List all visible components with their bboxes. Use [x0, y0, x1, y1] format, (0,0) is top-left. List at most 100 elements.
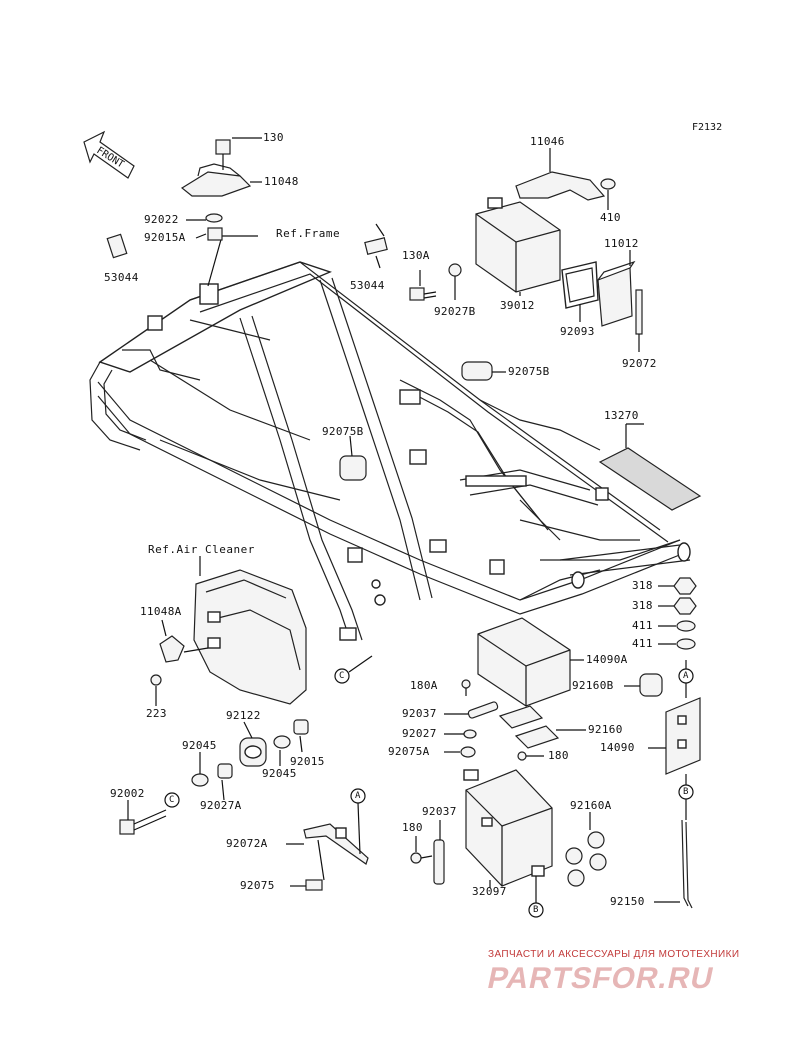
cushion-92075B-top	[461, 361, 493, 381]
rod-92150	[685, 821, 693, 909]
part-label: 92045	[262, 767, 297, 780]
part-label: 92015	[290, 755, 325, 768]
pad-92160A-a	[565, 847, 583, 865]
part-label: 92015A	[144, 231, 186, 244]
cushion-92075A	[460, 746, 476, 758]
pad-92160A-d	[589, 853, 607, 871]
part-label: 92072	[622, 357, 657, 370]
callout-a-bracket-letter: A	[683, 671, 689, 681]
mount-assembly	[191, 719, 309, 801]
pad-92160-a	[498, 705, 544, 729]
watermark-tagline: ЗАПЧАСТИ И АКСЕССУАРЫ ДЛЯ МОТОТЕХНИКИ	[488, 949, 740, 960]
air-cleaner-drawing	[193, 556, 307, 705]
callout-c-frame-letter: C	[339, 671, 345, 681]
part-label: 92075A	[388, 745, 430, 758]
frame-drawing	[89, 261, 691, 641]
part-label: 11048A	[140, 605, 182, 618]
bolt-180-left	[410, 852, 422, 864]
case-39012	[475, 197, 561, 296]
ref-frame-label: Ref.Frame	[276, 227, 341, 240]
pin-92037-bottom	[433, 839, 445, 885]
part-label: 14090A	[586, 653, 628, 666]
part-label: 92037	[422, 805, 457, 818]
nut-318-a	[673, 577, 697, 595]
part-label: 180	[548, 749, 569, 762]
part-label: 180	[402, 821, 423, 834]
bolt-180-right	[517, 751, 527, 761]
pad-92160A-b	[587, 831, 605, 849]
front-arrow-icon: FRONT	[83, 130, 135, 179]
part-label: 13270	[604, 409, 639, 422]
ref-air-cleaner-label: Ref.Air Cleaner	[148, 543, 255, 556]
bracket-11048	[180, 137, 262, 241]
pad-92160B	[639, 673, 663, 697]
part-label: 53044	[104, 271, 139, 284]
part-label: 92093	[560, 325, 595, 338]
part-label: 92022	[144, 213, 179, 226]
clip-11048A	[159, 635, 185, 663]
diagram-code: F2132	[692, 122, 723, 133]
pad-92160-b	[514, 725, 560, 749]
battery-case-32097	[463, 769, 553, 888]
part-label: 223	[146, 707, 167, 720]
part-label: 410	[600, 211, 621, 224]
part-label: 92075B	[322, 425, 364, 438]
part-label: 130A	[402, 249, 430, 262]
bracket-14090	[648, 697, 701, 775]
part-label: 92075	[240, 879, 275, 892]
part-label: 92160A	[570, 799, 612, 812]
part-label: 411	[632, 637, 653, 650]
bolt-130A	[409, 270, 437, 301]
part-label: 92072A	[226, 837, 268, 850]
part-label: 92027A	[200, 799, 242, 812]
part-label: 11046	[530, 135, 565, 148]
plate-13270	[598, 447, 702, 511]
part-label: 92045	[182, 739, 217, 752]
part-label: 92160	[588, 723, 623, 736]
washer-411-b	[676, 638, 696, 650]
watermark-logo: PARTSFOR.RU	[484, 962, 718, 995]
callout-c-bolt	[164, 792, 180, 808]
washer-92027	[463, 729, 477, 739]
part-label: 318	[632, 599, 653, 612]
part-53044-right	[364, 237, 388, 255]
callout-c-frame	[334, 668, 350, 684]
strap-92072	[635, 289, 643, 335]
nut-318-b	[673, 597, 697, 615]
pin-92037-top	[467, 701, 499, 719]
bracket-92072A	[286, 823, 369, 891]
part-label: 411	[632, 619, 653, 632]
cover-11012	[597, 250, 636, 327]
part-label: 130	[263, 131, 284, 144]
pad-92160A-c	[567, 869, 585, 887]
callout-a-cover-letter: A	[355, 791, 361, 801]
bolt-180A	[461, 679, 471, 689]
part-label: 53044	[350, 279, 385, 292]
screw-223	[150, 674, 162, 686]
callout-b-cover-letter: B	[533, 905, 539, 915]
part-label: 92160B	[572, 679, 614, 692]
part-label: 92122	[226, 709, 261, 722]
part-label: 92150	[610, 895, 645, 908]
bracket-11046	[515, 148, 616, 210]
callout-b-rod-letter: B	[683, 787, 689, 797]
part-label: 180A	[410, 679, 438, 692]
part-label: 39012	[500, 299, 535, 312]
part-label: 92075B	[508, 365, 550, 378]
part-53044-left	[106, 233, 128, 259]
part-label: 92027	[402, 727, 437, 740]
washer-411-a	[676, 620, 696, 632]
part-label: 318	[632, 579, 653, 592]
washer-92027B	[448, 263, 462, 277]
callout-c-bolt-letter: C	[169, 795, 175, 805]
part-label: 92027B	[434, 305, 476, 318]
part-label: 32097	[472, 885, 507, 898]
part-label: 92037	[402, 707, 437, 720]
tray-14090A	[477, 617, 584, 707]
part-label: 11012	[604, 237, 639, 250]
part-label: 14090	[600, 741, 635, 754]
gasket-92093	[561, 261, 599, 309]
part-label: 11048	[264, 175, 299, 188]
